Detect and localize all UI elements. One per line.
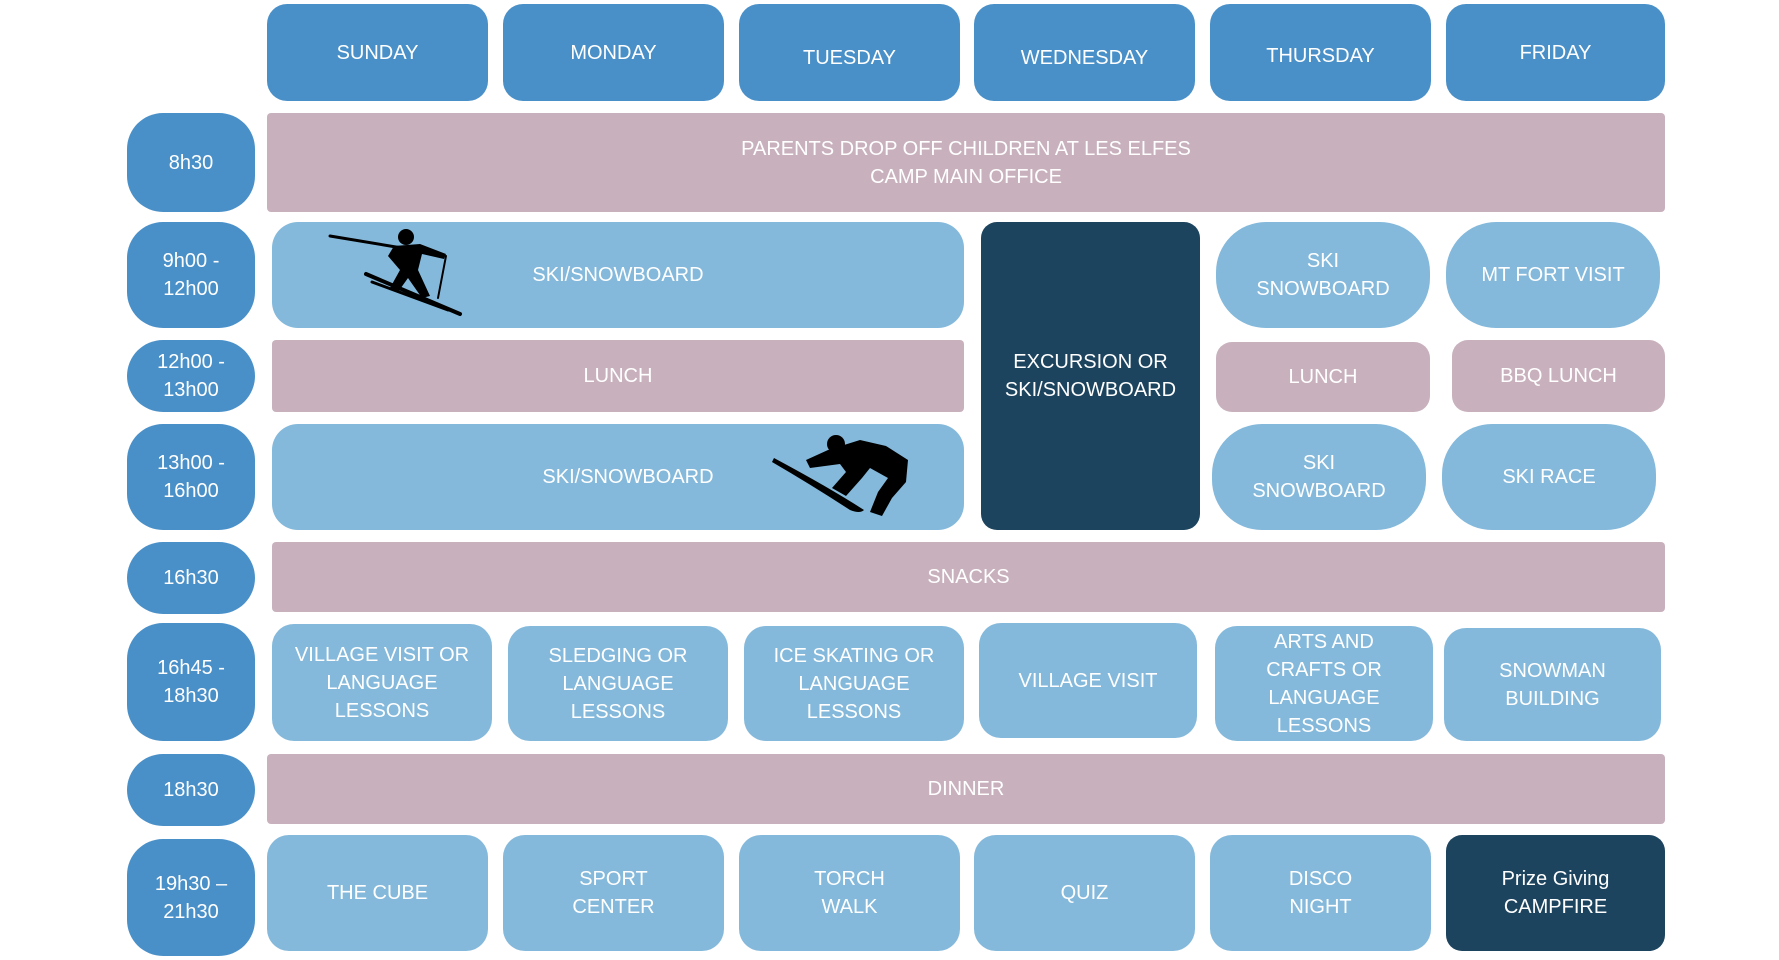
ski-morning-block: SKI/SNOWBOARD [272, 222, 964, 328]
day-header-thursday: THURSDAY [1210, 4, 1431, 101]
sunday-night-activity: THE CUBE [267, 835, 488, 951]
day-header-sunday: SUNDAY [267, 4, 488, 101]
wednesday-evening-activity: VILLAGE VISIT [979, 623, 1197, 738]
time-slot-1930: 19h30 –21h30 [127, 839, 255, 956]
day-header-monday: MONDAY [503, 4, 724, 101]
time-slot-1830: 18h30 [127, 754, 255, 826]
time-slot-0830: 8h30 [127, 113, 255, 212]
day-header-tuesday: TUESDAY [739, 4, 960, 101]
friday-ski-race: SKI RACE [1442, 424, 1656, 530]
wednesday-night-activity: QUIZ [974, 835, 1195, 951]
friday-mt-fort-visit: MT FORT VISIT [1446, 222, 1660, 328]
time-slot-0900: 9h00 -12h00 [127, 222, 255, 328]
snacks-banner: SNACKS [272, 542, 1665, 612]
skier-icon [328, 229, 462, 316]
day-header-friday: FRIDAY [1446, 4, 1665, 101]
snowboarder-icon [772, 435, 908, 516]
day-header-wednesday: WEDNESDAY [974, 4, 1195, 101]
friday-bbq-lunch: BBQ LUNCH [1452, 340, 1665, 412]
time-slot-1200: 12h00 -13h00 [127, 340, 255, 412]
time-slot-1645: 16h45 -18h30 [127, 623, 255, 741]
lunch-block: LUNCH [272, 340, 964, 412]
time-slot-1630: 16h30 [127, 542, 255, 614]
time-slot-1300: 13h00 -16h00 [127, 424, 255, 530]
thursday-lunch: LUNCH [1216, 342, 1430, 412]
dinner-banner: DINNER [267, 754, 1665, 824]
